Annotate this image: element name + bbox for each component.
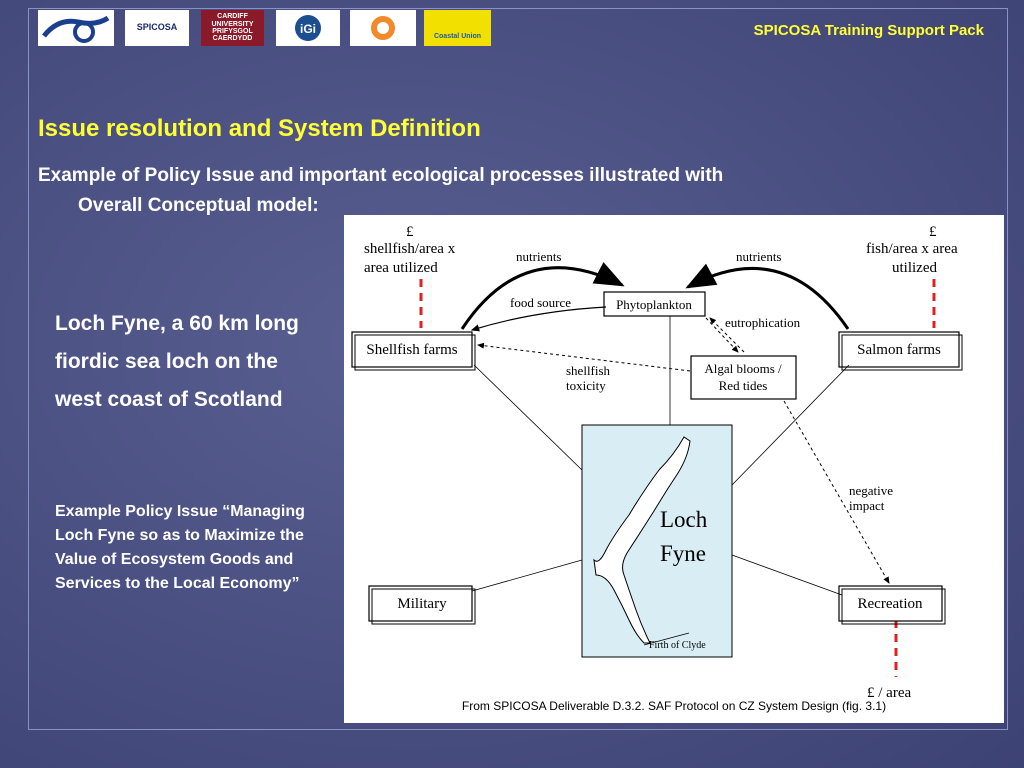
- food-source-arrow: [470, 306, 607, 332]
- slide-frame: [28, 8, 1008, 730]
- recreation-loch-line: [731, 554, 843, 596]
- eutrophication-label: eutrophication: [725, 315, 801, 330]
- phytoplankton-box: [603, 291, 706, 317]
- slide-subtitle: Example of Policy Issue and important ec…: [38, 161, 918, 221]
- euc-logo: Coastal Union: [424, 10, 491, 46]
- salmon-farms-label: Salmon farms: [857, 342, 941, 358]
- military-box: [368, 585, 473, 622]
- negative-impact-line-1: negative: [849, 483, 893, 498]
- conceptual-model-diagram: £ shellfish/area x area utilized £ fish/…: [344, 215, 1004, 723]
- fish-value-line-1: fish/area x area: [866, 241, 958, 257]
- military-loch-line: [471, 559, 583, 592]
- negative-impact-arrow: [783, 400, 890, 584]
- firth-line: [643, 632, 690, 646]
- pack-title: SPICOSA Training Support Pack: [753, 22, 984, 39]
- shellfish-farms-label: Shellfish farms: [366, 342, 457, 358]
- subtitle-line-1: Example of Policy Issue and important ec…: [38, 165, 724, 186]
- nutrients-label-right: nutrients: [736, 249, 782, 264]
- fp6-logo-icon: [42, 15, 110, 43]
- pound-sign-right: £: [929, 224, 937, 240]
- loch-description: Loch Fyne, a 60 km long fiordic sea loch…: [55, 312, 299, 411]
- military-box-shadow: [371, 588, 476, 625]
- cardiff-logo: CARDIFF UNIVERSITY PRIFYSGOL CAERDYDD: [201, 10, 264, 46]
- shellfish-value-line-2: area utilized: [364, 260, 438, 276]
- fish-value-line-2: utilized: [892, 260, 937, 276]
- salmon-farms-box: [838, 331, 960, 368]
- pound-sign-left: £: [406, 224, 414, 240]
- subtitle-line-2: Overall Conceptual model:: [78, 195, 319, 216]
- spicosa-logo: SPICOSA: [125, 10, 189, 46]
- military-label: Military: [397, 596, 447, 612]
- shellfish-toxicity-line-1: shellfish: [566, 363, 611, 378]
- slide-title: Issue resolution and System Definition: [38, 115, 481, 142]
- loch-label-line-1: Loch: [660, 507, 708, 532]
- university-logo-icon: [371, 16, 395, 40]
- recreation-label: Recreation: [858, 596, 923, 612]
- policy-issue-text: Example Policy Issue “Managing Loch Fyne…: [55, 503, 305, 592]
- shellfish-toxicity-line-2: toxicity: [566, 378, 606, 393]
- logo-text: iGi: [300, 22, 316, 36]
- firth-of-clyde-label: Firth of Clyde: [649, 640, 706, 651]
- shellfish-farms-box-shadow: [354, 334, 476, 371]
- algal-blooms-line-2: Red tides: [719, 378, 768, 393]
- diagram-canvas: £ shellfish/area x area utilized £ fish/…: [351, 224, 963, 701]
- loch-fyne-map: [581, 424, 733, 658]
- loch-fyne-outline: [593, 436, 691, 644]
- igi-logo-icon: iGi: [295, 15, 321, 41]
- recreation-box: [838, 585, 943, 622]
- salmon-farms-box-shadow: [841, 334, 963, 371]
- igi-logo: iGi: [276, 10, 340, 46]
- shellfish-value-line-1: shellfish/area x: [364, 241, 456, 257]
- recreation-box-shadow: [841, 588, 946, 625]
- nutrients-arrow-left: [460, 262, 625, 330]
- diagram-caption: From SPICOSA Deliverable D.3.2. SAF Prot…: [461, 699, 887, 713]
- salmon-loch-line: [731, 364, 850, 486]
- nutrients-arrow-right: [685, 263, 850, 330]
- nutrients-label-left: nutrients: [516, 249, 562, 264]
- food-source-label: food source: [510, 295, 571, 310]
- university-logo: [350, 10, 416, 46]
- recreation-value: £ / area: [867, 685, 911, 701]
- shellfish-farms-box: [351, 331, 473, 368]
- fp6-logo: [38, 10, 114, 46]
- algal-blooms-box: [690, 355, 797, 400]
- eutrophication-arrow-2: [709, 317, 745, 353]
- phytoplankton-label: Phytoplankton: [616, 297, 692, 312]
- algal-blooms-line-1: Algal blooms /: [704, 361, 782, 376]
- loch-label-line-2: Fyne: [660, 541, 706, 566]
- shellfish-loch-line: [473, 364, 583, 471]
- negative-impact-line-2: impact: [849, 498, 885, 513]
